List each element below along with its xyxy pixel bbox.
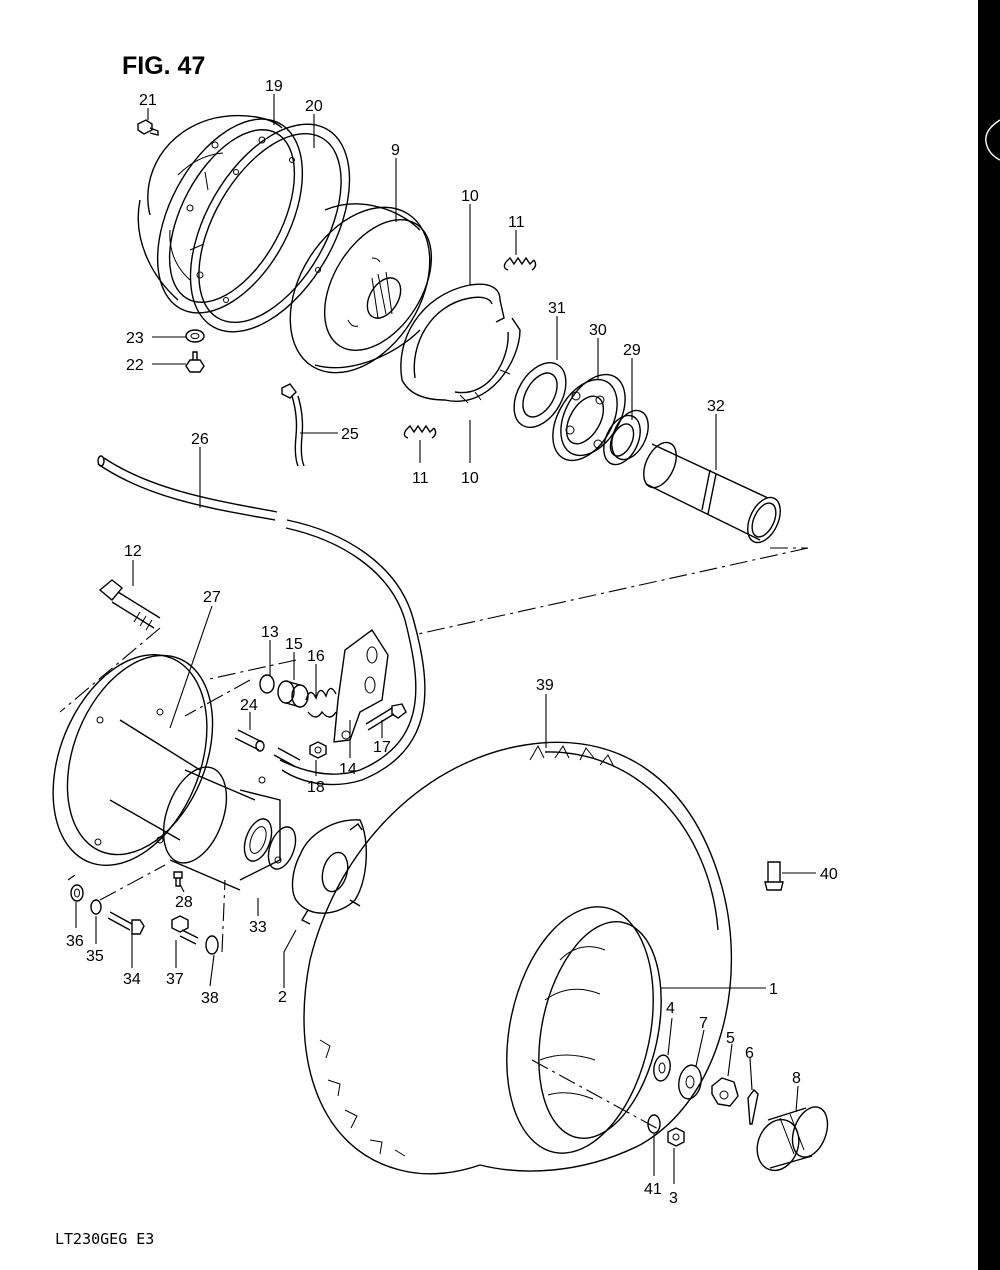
callout-11-upper: 11 (508, 214, 525, 231)
callout-38: 38 (201, 990, 219, 1007)
part-25-clamp (281, 383, 305, 467)
callout-37: 37 (166, 971, 184, 988)
part-31-seal (513, 362, 567, 428)
callout-17: 17 (373, 739, 391, 756)
model-code: LT230GEG E3 (55, 1230, 154, 1248)
callout-10-lower: 10 (461, 470, 479, 487)
part-10-brake-shoes (400, 283, 521, 404)
part-14-brake-arm (333, 628, 389, 743)
callout-1: 1 (769, 981, 778, 998)
callout-24: 24 (240, 697, 258, 714)
part-15-bushing (277, 680, 309, 708)
callout-26: 26 (191, 431, 209, 448)
callout-36: 36 (66, 933, 84, 950)
part-33-bearing-seal (243, 818, 297, 870)
part-11-spring-upper (503, 256, 537, 271)
part-36-washer (70, 884, 84, 902)
part-40-stud (764, 861, 784, 891)
callout-27: 27 (203, 589, 221, 606)
part-12-cam (98, 579, 161, 631)
callout-16: 16 (307, 648, 325, 665)
callout-14: 14 (339, 761, 357, 778)
callout-41: 41 (644, 1181, 662, 1198)
part-5-castle-nut (711, 1077, 739, 1107)
callout-15: 15 (285, 636, 303, 653)
axle-housing (162, 766, 282, 891)
callout-18: 18 (307, 779, 325, 796)
part-9-brake-drum (289, 203, 433, 374)
part-38-washer (205, 935, 219, 955)
callout-30: 30 (589, 322, 607, 339)
page-border (978, 0, 1000, 1270)
callout-3: 3 (669, 1190, 678, 1207)
callout-19: 19 (265, 78, 283, 95)
callout-20: 20 (305, 98, 323, 115)
part-27-brake-panel (52, 653, 214, 867)
callout-7: 7 (699, 1015, 708, 1032)
part-2-hub (291, 819, 368, 925)
callout-10-upper: 10 (461, 188, 479, 205)
callout-2: 2 (278, 989, 287, 1006)
shaft-rod (273, 747, 301, 768)
callout-25: 25 (341, 426, 359, 443)
part-17-bolt (365, 703, 407, 731)
part-13-oring (259, 674, 275, 694)
callout-40: 40 (820, 866, 838, 883)
leader-lines (75, 94, 816, 1184)
part-21-bolt (137, 119, 159, 136)
callout-12: 12 (124, 543, 142, 560)
callout-22: 22 (126, 357, 144, 374)
part-8-cap (756, 1106, 829, 1172)
part-18-nut (309, 741, 327, 759)
callout-32: 32 (707, 398, 725, 415)
callout-35: 35 (86, 948, 104, 965)
callout-11-lower: 11 (412, 470, 429, 487)
callout-13: 13 (261, 624, 279, 641)
callout-8: 8 (792, 1070, 801, 1087)
part-30-bearing (552, 373, 626, 462)
part-11-spring-lower (403, 424, 437, 439)
part-4-washer (653, 1054, 671, 1082)
callout-5: 5 (726, 1030, 735, 1047)
figure-title: FIG. 47 (122, 52, 205, 80)
callout-6: 6 (745, 1045, 754, 1062)
callout-33: 33 (249, 919, 267, 936)
part-28-nipple (173, 871, 183, 887)
callout-labels: 21 19 20 9 10 11 31 30 29 32 23 22 25 26… (66, 78, 838, 1207)
assembly-centerlines (59, 547, 809, 1131)
part-26-hose (97, 455, 426, 786)
callout-34: 34 (123, 971, 141, 988)
part-34-bolt (107, 911, 145, 935)
part-23-washer (185, 329, 205, 343)
callout-28: 28 (175, 894, 193, 911)
callout-4: 4 (666, 1000, 675, 1017)
part-22-nipple (185, 351, 205, 373)
part-35-lockwasher (90, 899, 102, 915)
callout-23: 23 (126, 330, 144, 347)
part-7-washer (678, 1064, 702, 1100)
part-16-spring (305, 687, 337, 718)
callout-29: 29 (623, 342, 641, 359)
callout-21: 21 (139, 92, 157, 109)
part-20-gasket (189, 123, 351, 333)
neighbor-page-fragments (985, 119, 1000, 161)
callout-9: 9 (391, 142, 400, 159)
part-37-bolt (171, 915, 199, 945)
part-32-spacer (643, 441, 781, 544)
part-39-tire (303, 741, 733, 1175)
part-29-collar (603, 409, 649, 466)
part-24-pin (234, 729, 265, 752)
callout-31: 31 (548, 300, 566, 317)
part-6-cotter-pin (747, 1088, 759, 1125)
callout-39: 39 (536, 677, 554, 694)
part-3-nut (667, 1127, 685, 1147)
